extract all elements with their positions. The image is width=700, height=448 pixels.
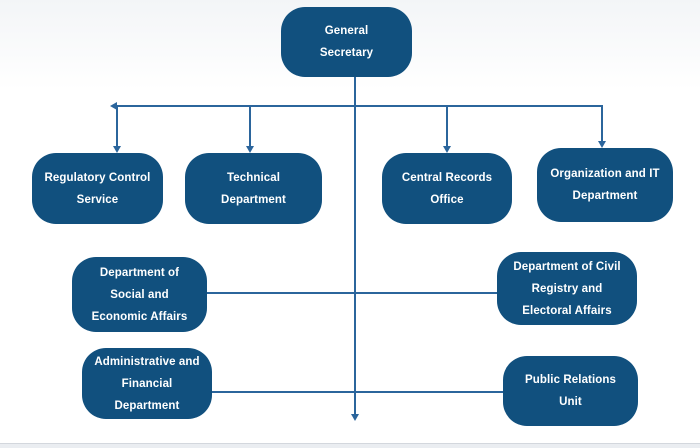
org-node-public-relations-unit: Public Relations Unit	[503, 356, 638, 426]
connector-drop-organization-it-arrowhead	[598, 141, 606, 148]
connector-drop-central-records	[446, 106, 448, 147]
connector-drop-regulatory-arrowhead	[113, 146, 121, 153]
org-node-general-secretary: General Secretary	[281, 7, 412, 77]
org-node-administrative-and-financial-department: Administrative and Financial Department	[82, 348, 212, 419]
connector-drop-organization-it	[601, 106, 603, 142]
connector-level2-rail	[117, 105, 603, 107]
org-node-organization-and-it-department: Organization and IT Department	[537, 148, 673, 222]
org-node-regulatory-control-service: Regulatory Control Service	[32, 153, 163, 224]
connector-drop-technical	[249, 106, 251, 147]
org-node-technical-department: Technical Department	[185, 153, 322, 224]
org-node-central-records-office: Central Records Office	[382, 153, 512, 224]
connector-drop-technical-arrowhead	[246, 146, 254, 153]
connector-level2-rail-left-arrowhead	[110, 102, 117, 110]
org-node-department-of-civil-registry-and-electoral-affairs: Department of Civil Registry and Elector…	[497, 252, 637, 325]
connector-drop-regulatory	[116, 106, 118, 147]
org-node-department-of-social-and-economic-affairs: Department of Social and Economic Affair…	[72, 257, 207, 332]
page-bottom-strip	[0, 443, 700, 448]
connector-level3-horizontal	[207, 292, 497, 294]
connector-drop-central-records-arrowhead	[443, 146, 451, 153]
connector-trunk-arrowhead	[351, 414, 359, 421]
connector-level4-horizontal	[212, 391, 503, 393]
connector-trunk-vertical	[354, 77, 356, 414]
